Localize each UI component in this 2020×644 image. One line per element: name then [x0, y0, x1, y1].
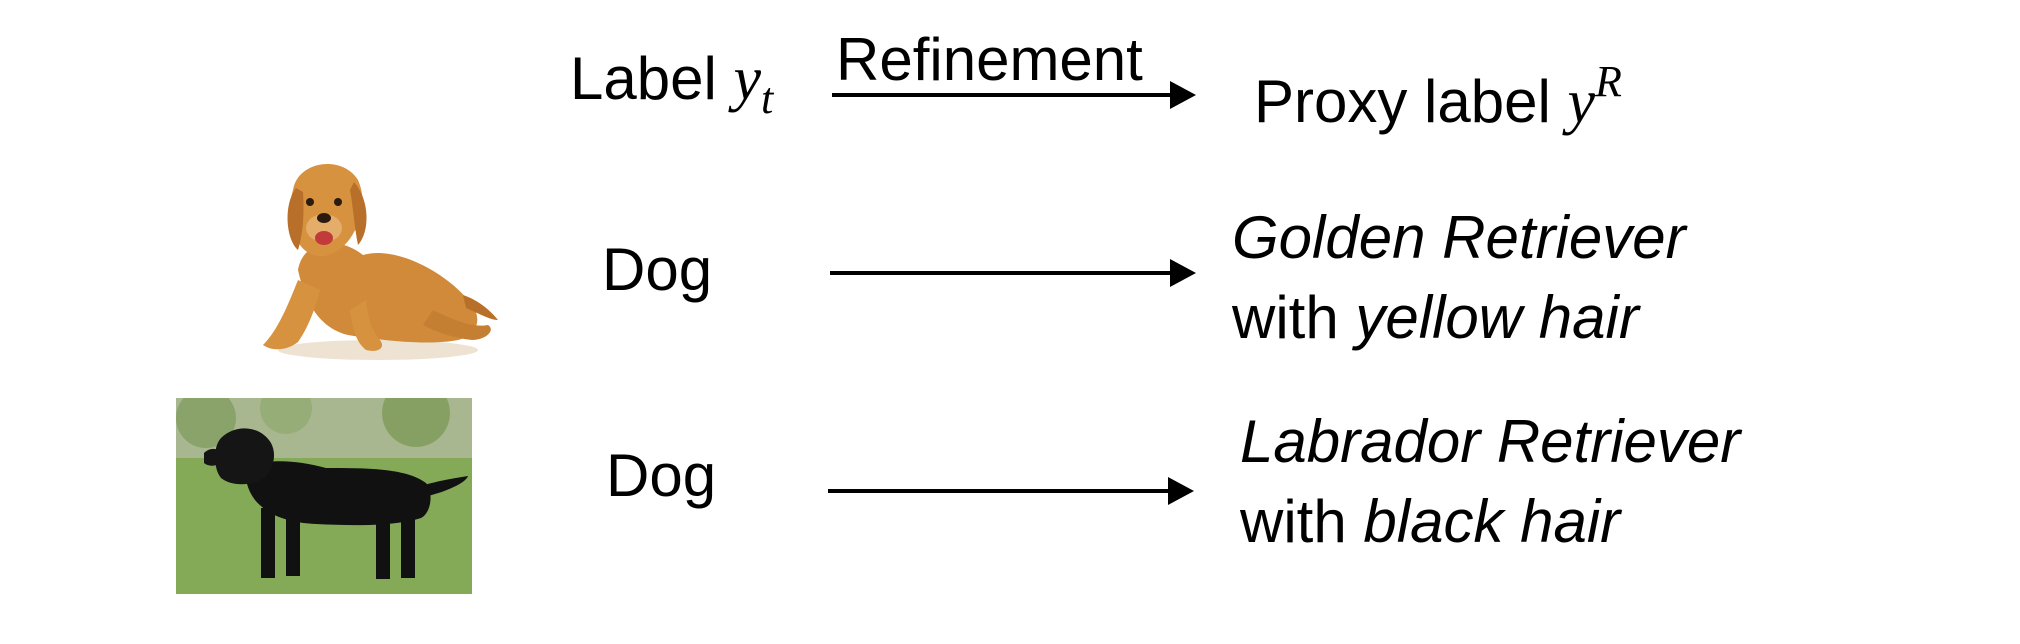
row1-proxy-line2: with yellow hair: [1232, 288, 1639, 348]
row2-proxy-line2-emphasis: black hair: [1363, 488, 1621, 555]
row1-label: Dog: [602, 236, 713, 303]
row1-arrow-head: [1170, 259, 1196, 287]
row2-arrow-head: [1168, 477, 1194, 505]
row1-proxy-line2-emphasis: yellow hair: [1355, 284, 1639, 351]
golden-retriever-photo: [258, 150, 500, 370]
proxy-symbol: yR: [1567, 57, 1622, 136]
row2-proxy-line2-prefix: with: [1240, 488, 1364, 555]
refinement-label: Refinement: [836, 26, 1143, 93]
row2-proxy-line1: Labrador Retriever: [1240, 408, 1741, 475]
labrador-retriever-photo: [176, 398, 472, 594]
proxy-label-text: Proxy label: [1254, 68, 1568, 135]
header-arrow-head: [1170, 81, 1196, 109]
proxy-superscript: R: [1595, 57, 1622, 106]
row2-arrow-line: [828, 489, 1174, 493]
row1-arrow-line: [830, 271, 1176, 275]
label-subscript: t: [761, 74, 774, 123]
row1-proxy-line1: Golden Retriever: [1232, 204, 1686, 271]
header-label: Label yt: [570, 48, 773, 121]
labrador-retriever-illustration: [176, 398, 472, 594]
header-label-text: Label: [570, 45, 734, 112]
header-arrow-line: [832, 93, 1176, 97]
golden-retriever-illustration: [263, 163, 498, 360]
label-symbol: yt: [733, 45, 774, 123]
row2-label: Dog: [606, 442, 717, 509]
header-proxy-label: Proxy label yR: [1254, 57, 1622, 136]
row2-proxy-line2: with black hair: [1240, 492, 1620, 552]
row1-proxy-line2-prefix: with: [1232, 284, 1356, 351]
